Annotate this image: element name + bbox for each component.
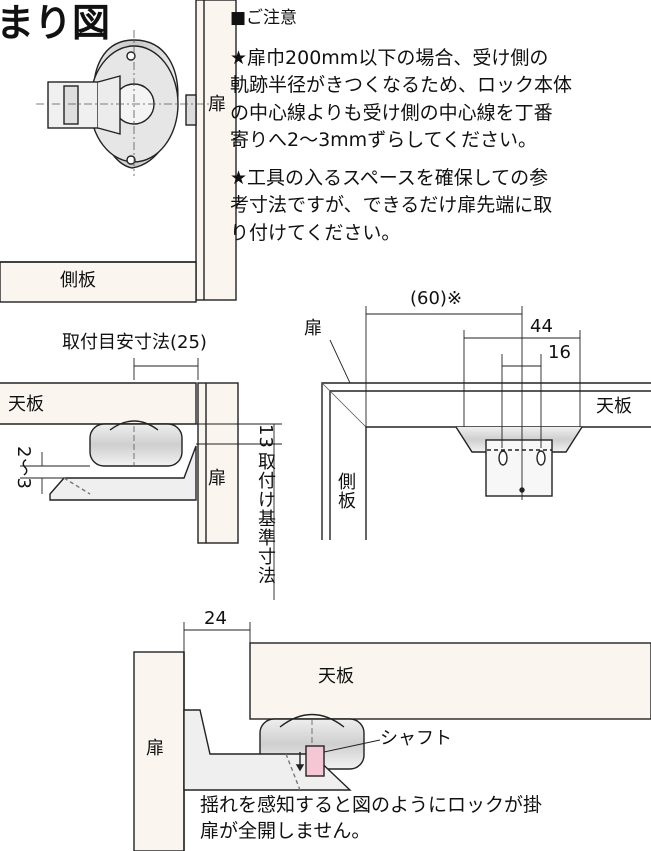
note2-line: ★工具の入るスペースを確保しての参 [230, 166, 549, 189]
door-panel [195, 0, 237, 301]
note1-line: 軌跡半径がきつくなるため、ロック本体 [230, 74, 573, 97]
notes-heading: ■ご注意 [230, 8, 298, 28]
top-panel-label: 天板 [8, 394, 44, 415]
note1-line: ★扉巾200mm以下の場合、受け側の [230, 46, 549, 69]
side-panel-label: 側板 [60, 270, 96, 291]
top-panel-label: 天板 [596, 396, 632, 417]
note2-line: 考寸法ですが、できるだけ扉先端に取 [230, 194, 553, 217]
shaft [305, 745, 325, 777]
front-view-diagram [0, 0, 237, 303]
note2: ★工具の入るスペースを確保しての参 考寸法ですが、できるだけ扉先端に取 り付けて… [230, 165, 650, 248]
note1-line: 寄りへ2〜3mmずらしてください。 [230, 129, 538, 152]
dim-2to3: 2〜3 [13, 446, 34, 490]
door-label: 扉 [208, 468, 226, 489]
side-vertical-label: 側板 [335, 472, 356, 510]
notes-panel: ■ご注意 ★扉巾200mm以下の場合、受け側の 軌跡半径がきつくなるため、ロック… [230, 6, 650, 257]
dim-24: 24 [204, 608, 227, 629]
note1-line: の中心線よりも受け側の中心線を丁番 [230, 101, 553, 124]
side-panel [0, 261, 197, 303]
dim-16: 16 [548, 342, 571, 363]
catch-side [49, 445, 197, 501]
dim-44: 44 [530, 316, 553, 337]
install-guide-label: 取付目安寸法(25) [62, 332, 207, 353]
top-panel-label: 天板 [318, 666, 354, 687]
top-section-diagram [321, 306, 651, 540]
dim-13: 13 [255, 424, 276, 449]
shaft-label: シャフト [380, 728, 452, 749]
side-section-diagram [0, 358, 282, 600]
note2-line: り付けてください。 [230, 221, 401, 244]
note1: ★扉巾200mm以下の場合、受け側の 軌跡半径がきつくなるため、ロック本体 の中… [230, 45, 650, 155]
install-reference-label: 取付け基準寸法 [255, 452, 276, 585]
locked-state-diagram [133, 622, 651, 851]
door-label: 扉 [304, 318, 322, 339]
door-label: 扉 [208, 94, 226, 115]
bottom-note-line1: 揺れを感知すると図のようにロックが掛 [200, 794, 543, 816]
door-label: 扉 [146, 738, 164, 759]
dim-60: (60)※ [410, 288, 463, 309]
bottom-note-line2: 扉が全開しません。 [200, 820, 371, 842]
title-fragment: まり図 [0, 1, 111, 45]
